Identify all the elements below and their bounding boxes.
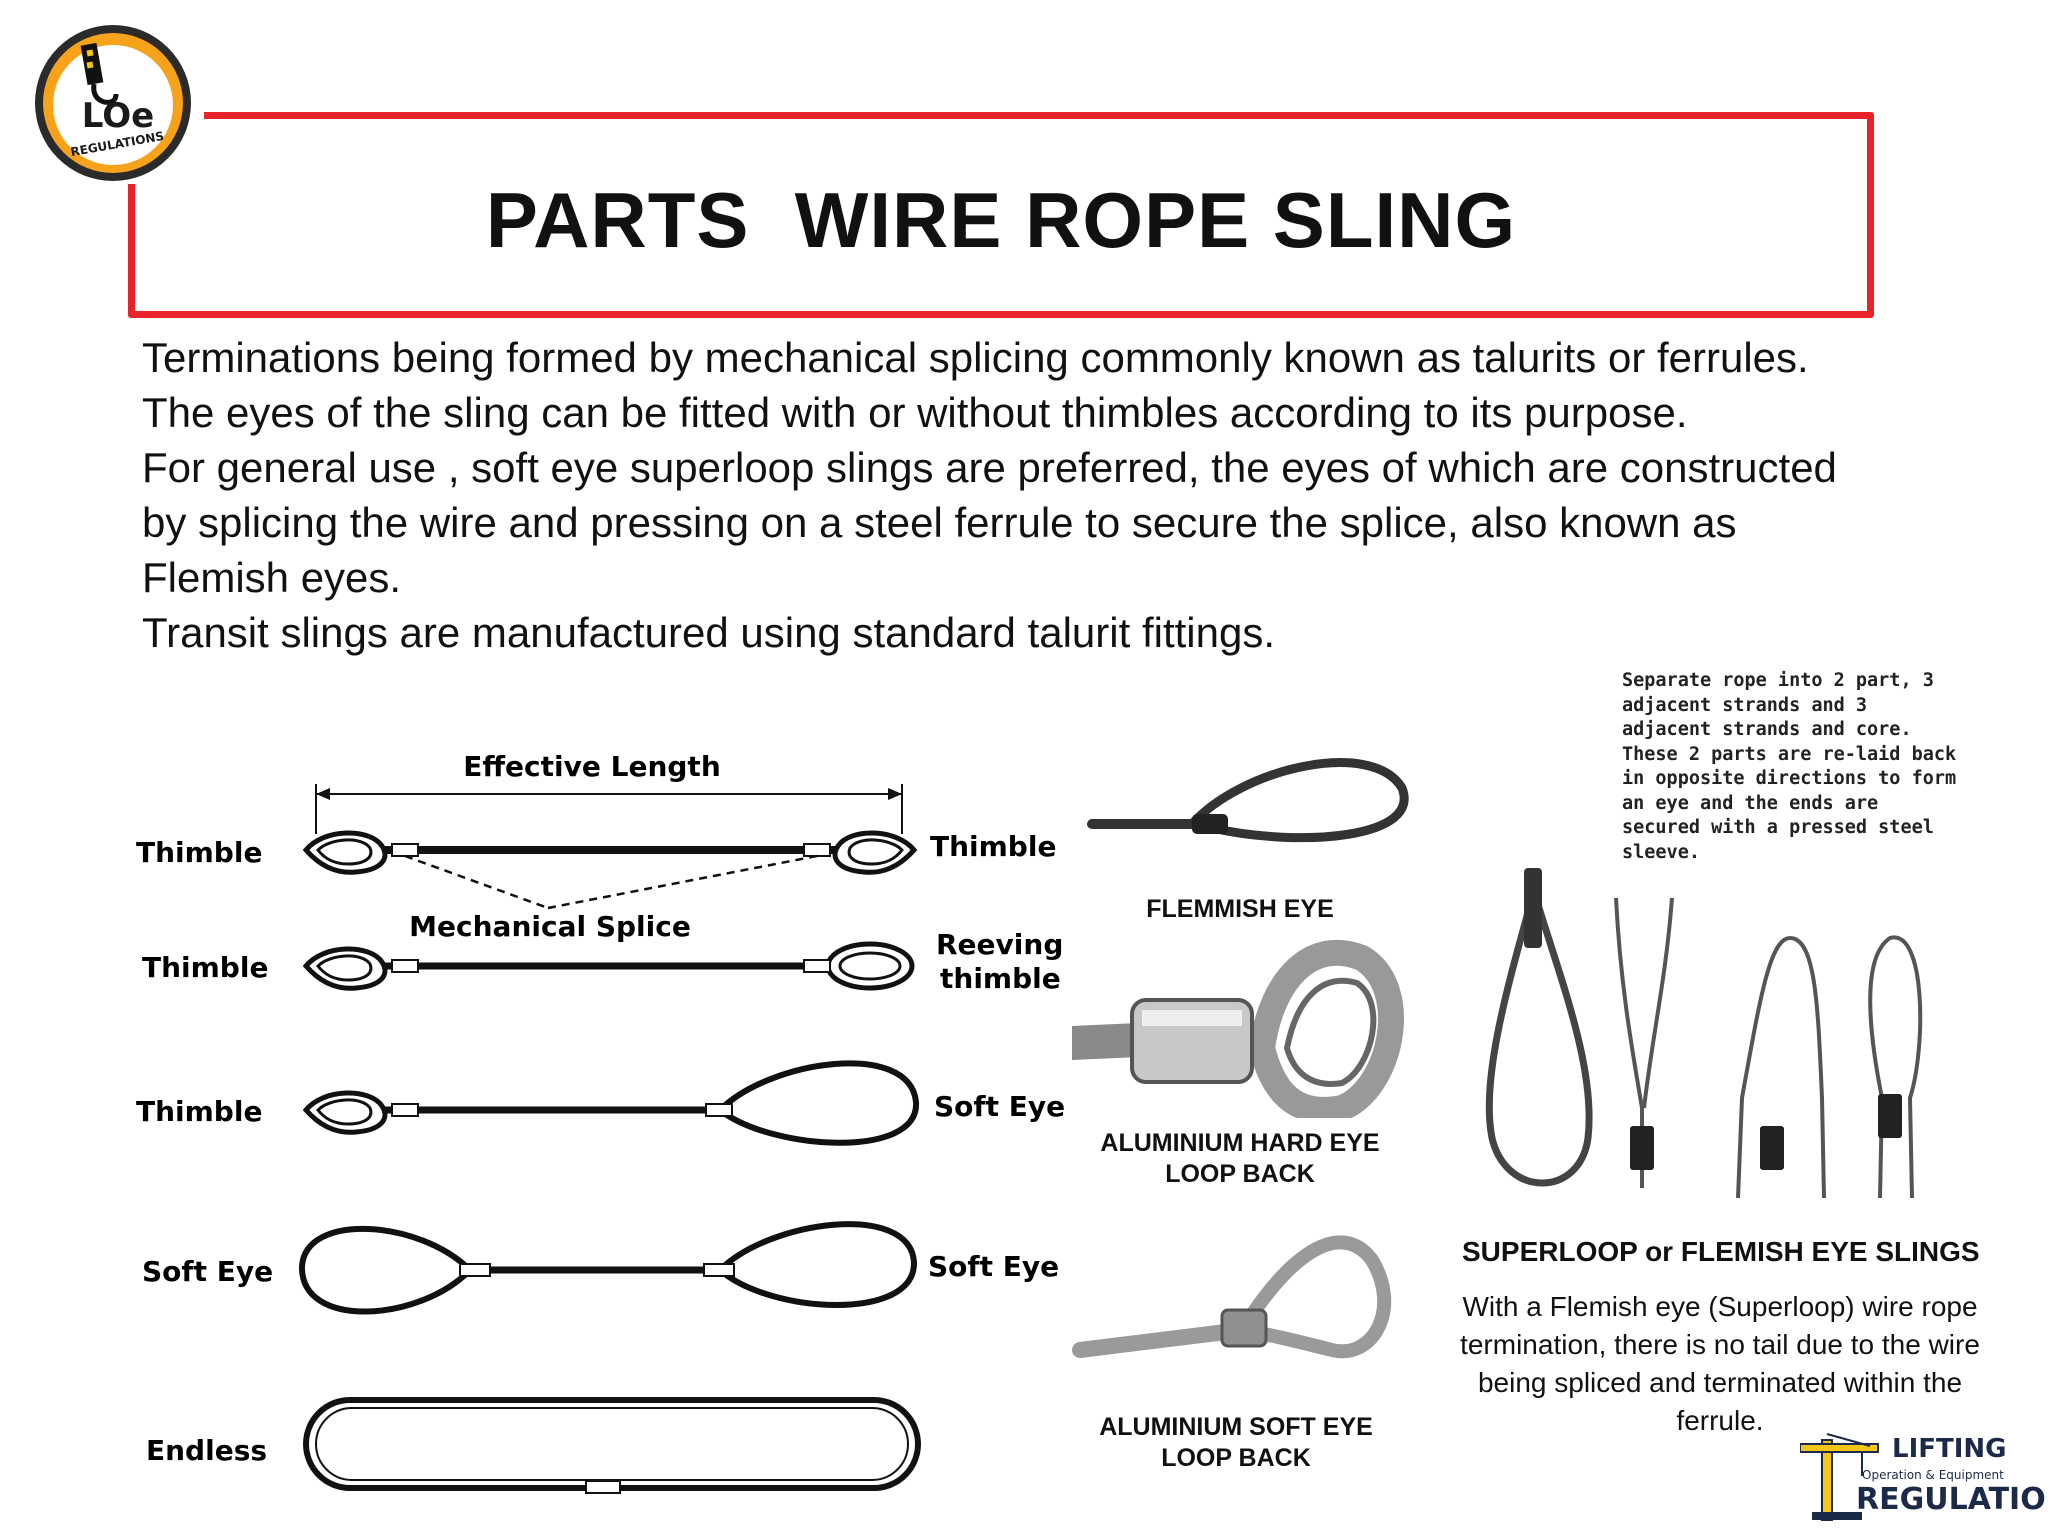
tower-crane-icon <box>1800 1433 1879 1521</box>
eye-type-caption-3: ALUMINIUM SOFT EYE LOOP BACK <box>1076 1412 1396 1474</box>
effective-length-label: Effective Length <box>463 750 721 783</box>
title-frame <box>128 112 1874 318</box>
aluminium-soft-eye-illustration <box>1072 1235 1392 1359</box>
paragraph-general-use: For general use , soft eye superloop sli… <box>142 444 1837 601</box>
eye-type-3-line1: ALUMINIUM SOFT EYE <box>1099 1413 1373 1441</box>
superloop-illustration <box>1485 868 1923 1199</box>
mechanical-splice-label: Mechanical Splice <box>409 910 691 943</box>
sling-row-endless <box>303 1397 921 1494</box>
row4-left-label: Soft Eye <box>142 1255 273 1288</box>
row2-right-label-line1: Reeving <box>936 928 1063 961</box>
sling-row-thimble-reeving <box>306 941 915 988</box>
brand-line2: Operation & Equipment <box>1862 1468 2004 1482</box>
superloop-heading: SUPERLOOP or FLEMISH EYE SLINGS <box>1462 1236 1980 1267</box>
sling-row-thimble-softeye <box>306 1060 920 1146</box>
logo: LOe REGULATIONS <box>35 25 191 181</box>
paragraph-transit: Transit slings are manufactured using st… <box>142 609 1275 656</box>
row2-right-label-line2: thimble <box>940 962 1061 995</box>
body-text: Terminations being formed by mechanical … <box>142 330 1902 660</box>
eye-type-2-line2: LOOP BACK <box>1165 1160 1315 1188</box>
page-title: PARTS WIRE ROPE SLING <box>485 176 1517 264</box>
row2-left-label: Thimble <box>142 951 268 984</box>
paragraph-terminations: Terminations being formed by mechanical … <box>142 334 1809 381</box>
row3-right-label: Soft Eye <box>934 1090 1065 1123</box>
brand-logo: LIFTING Operation & Equipment REGULATION… <box>1800 1432 2048 1522</box>
row1-right-label: Thimble <box>930 830 1056 863</box>
sling-diagram: Effective Length Thimble Thimble Mechani… <box>136 750 1065 1494</box>
eye-type-caption-1: FLEMMISH EYE <box>1080 894 1400 925</box>
brand-line1: LIFTING <box>1892 1434 2007 1464</box>
logo-text: LOe <box>82 96 154 136</box>
paragraph-eyes: The eyes of the sling can be fitted with… <box>142 389 1688 436</box>
effective-length-dimension <box>315 784 903 834</box>
brand-line3: REGULATIONS <box>1856 1482 2048 1517</box>
sling-row-thimble-thimble <box>306 833 914 872</box>
aluminium-hard-eye-illustration <box>1072 940 1404 1118</box>
flemish-eye-illustration <box>1087 758 1409 843</box>
row1-left-label: Thimble <box>136 836 262 869</box>
row5-left-label: Endless <box>146 1434 267 1467</box>
row4-right-label: Soft Eye <box>928 1250 1059 1283</box>
crane-hook-icon <box>80 42 119 105</box>
mechanical-splice-leaders <box>404 854 818 910</box>
superloop-description: With a Flemish eye (Superloop) wire rope… <box>1460 1291 1980 1436</box>
eye-type-1-line1: FLEMMISH EYE <box>1146 895 1334 923</box>
eye-type-2-line1: ALUMINIUM HARD EYE <box>1100 1129 1380 1157</box>
row3-left-label: Thimble <box>136 1095 262 1128</box>
eye-type-3-line2: LOOP BACK <box>1161 1444 1311 1472</box>
sling-row-softeye-softeye <box>298 1221 918 1315</box>
splice-note: Separate rope into 2 part, 3 adjacent st… <box>1622 670 1957 863</box>
eye-type-caption-2: ALUMINIUM HARD EYE LOOP BACK <box>1080 1128 1400 1190</box>
